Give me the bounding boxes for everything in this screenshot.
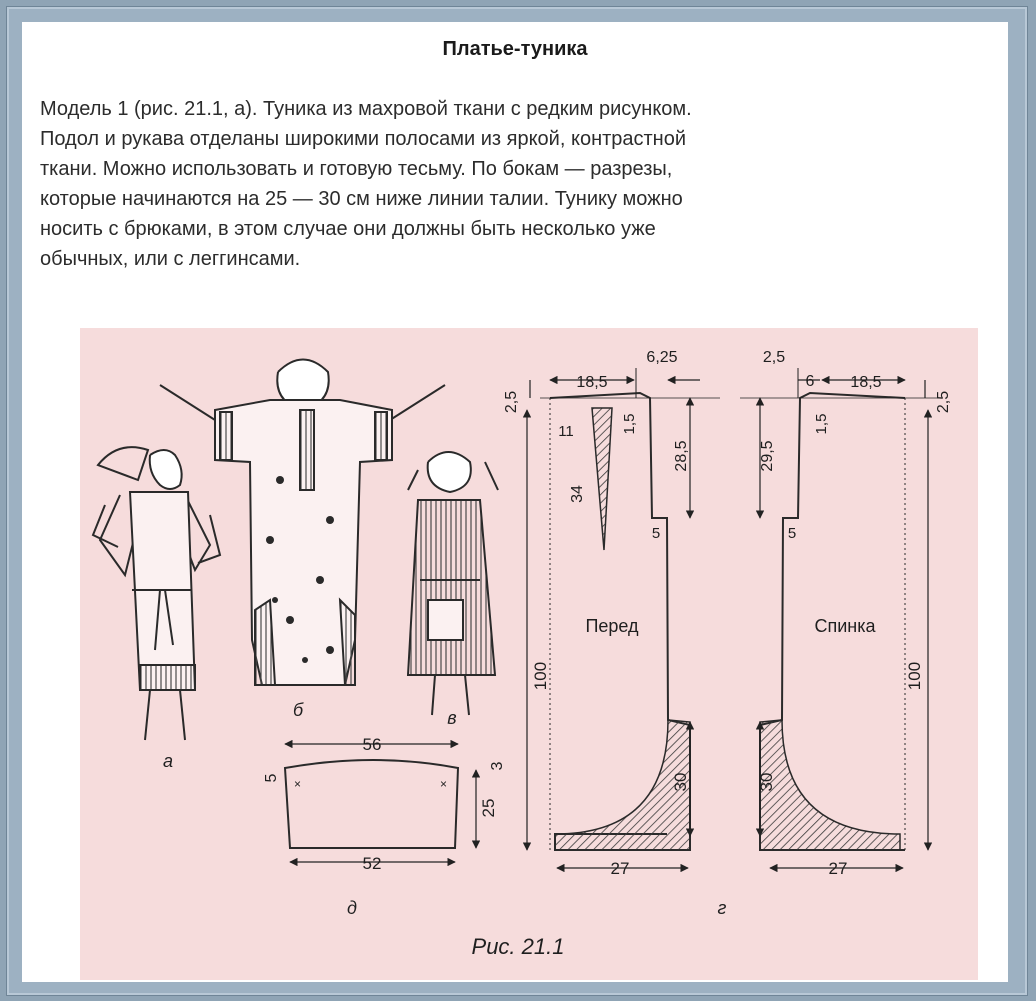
paragraph-line: ткани. Можно использовать и готовую тесь… [40,158,673,180]
figure-label-v: в [447,708,456,728]
page-title: Платье-туника [442,38,588,60]
paragraph-line: Модель 1 (рис. 21.1, а). Туника из махро… [40,98,692,120]
svg-text:×: × [440,777,447,791]
front-label: Перед [585,616,639,636]
paragraph-line: обычных, или с леггинсами. [40,248,301,270]
description-paragraph: Модель 1 (рис. 21.1, а). Туника из махро… [40,94,990,274]
front-hem-band: 30 [671,773,690,792]
back-length: 100 [905,662,924,690]
front-shoulder-slope: 1,5 [621,414,638,435]
front-shoulder-drop: 2,5 [503,391,520,413]
sleeve-top-curve: 3 [489,761,506,770]
sleeve-top-width: 56 [363,735,382,754]
back-hem-width: 27 [829,859,848,878]
front-top-offset: 6,25 [646,349,677,366]
model-v-illustration [406,451,499,716]
figure-label-g: г [718,898,727,918]
front-hem-width: 27 [611,859,630,878]
front-length: 100 [531,662,550,690]
back-top-offset: 2,5 [763,349,785,366]
back-sleeve-depth: 29,5 [759,440,776,471]
sleeve-side-height: 5 [263,773,280,782]
sleeve-bottom-width: 52 [363,854,382,873]
front-sleeve-depth: 28,5 [673,440,690,471]
back-hem-band: 30 [757,773,776,792]
front-side-marker: 5 [652,525,660,542]
model-a-illustration [91,446,222,741]
back-side-marker: 5 [788,525,796,542]
sleeve-length: 25 [479,799,498,818]
back-neck-width: 6 [806,373,815,390]
figure-label-a: а [163,751,173,771]
figure-label-b: б [293,700,304,720]
back-shoulder-slope: 1,5 [813,414,830,435]
back-pattern [740,368,940,873]
back-shoulder-width: 18,5 [850,374,881,391]
back-label: Спинка [814,616,876,636]
model-b-illustration [159,358,446,686]
figure-caption: Рис. 21.1 [472,934,565,959]
paragraph-line: которые начинаются на 25 — 30 см ниже ли… [40,188,683,210]
front-pattern [522,368,720,873]
figure-label-d: д [347,898,357,918]
paragraph-line: носить с брюками, в этом случае они долж… [40,218,656,240]
front-neck-depth: 11 [558,423,574,440]
front-shoulder-width: 18,5 [576,374,607,391]
paragraph-line: Подол и рукава отделаны широкими полосам… [40,128,687,150]
sleeve-pattern: × × [283,739,481,867]
svg-text:×: × [294,777,301,791]
back-shoulder-drop: 2,5 [935,391,952,413]
front-slit-length: 34 [569,485,586,503]
